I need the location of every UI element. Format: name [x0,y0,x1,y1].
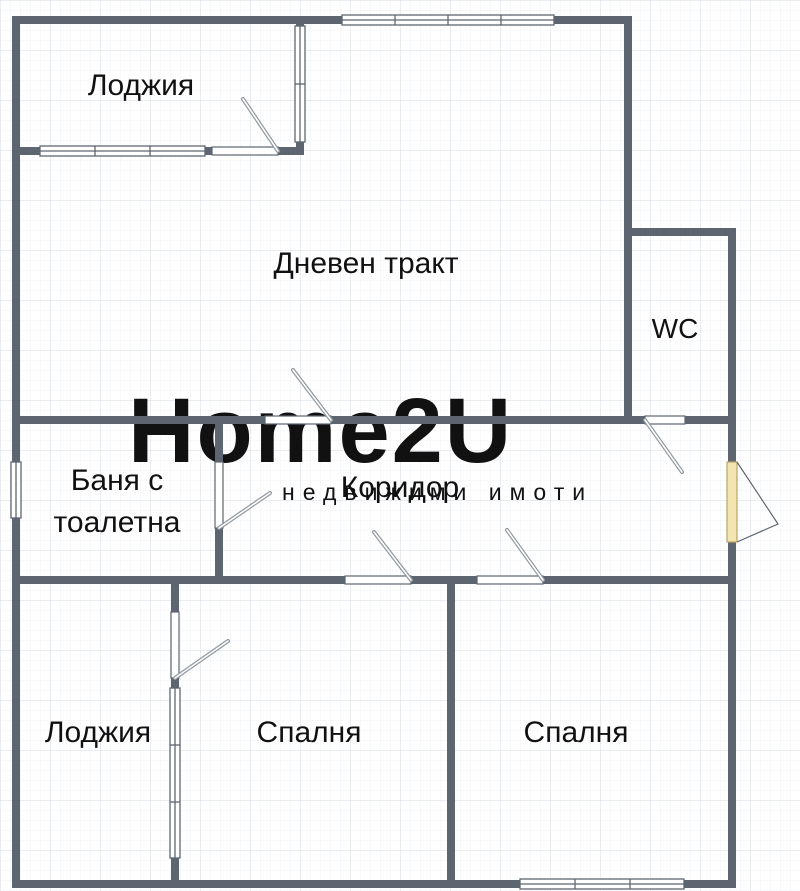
label-loggia-top: Лоджия [88,69,194,102]
door-opening-loggia-bottom [170,611,180,679]
door-opening-loggia-top [211,146,279,156]
watermark-brand: Home2U [128,380,513,482]
label-living-room: Дневен тракт [273,247,458,280]
door-opening-bedroom-1 [344,575,412,585]
room-labels: Лоджия Дневен тракт WC Баня с тоалетна К… [45,69,698,749]
door-opening-wc [644,415,686,425]
door-opening-bath [214,461,224,529]
watermark: Home2U недвижими имоти [128,380,593,505]
window-loggia-bottom-right [169,687,181,859]
door-swing-entrance [736,461,779,543]
window-living-top [341,14,555,26]
door-opening-bedroom-2 [476,575,544,585]
watermark-tagline: недвижими имоти [282,479,593,505]
entrance-door [726,461,738,543]
window-bedroom-bottom [519,878,685,890]
label-bedroom-1: Спалня [257,716,362,749]
door-leaf-edges [174,98,683,679]
window-loggia-top-right [294,25,306,143]
label-bedroom-2: Спалня [524,716,629,749]
label-loggia-bottom: Лоджия [45,716,151,749]
label-bathroom-line-1: Баня с [71,464,164,497]
windows [10,14,685,890]
label-corridor: Коридор [341,471,459,504]
door-opening-living [264,415,332,425]
window-loggia-top-bottom [39,145,206,157]
label-bathroom-line-2: тоалетна [54,506,181,539]
window-bath-left [10,461,22,519]
door-openings [170,146,738,679]
label-wc: WC [652,313,699,344]
